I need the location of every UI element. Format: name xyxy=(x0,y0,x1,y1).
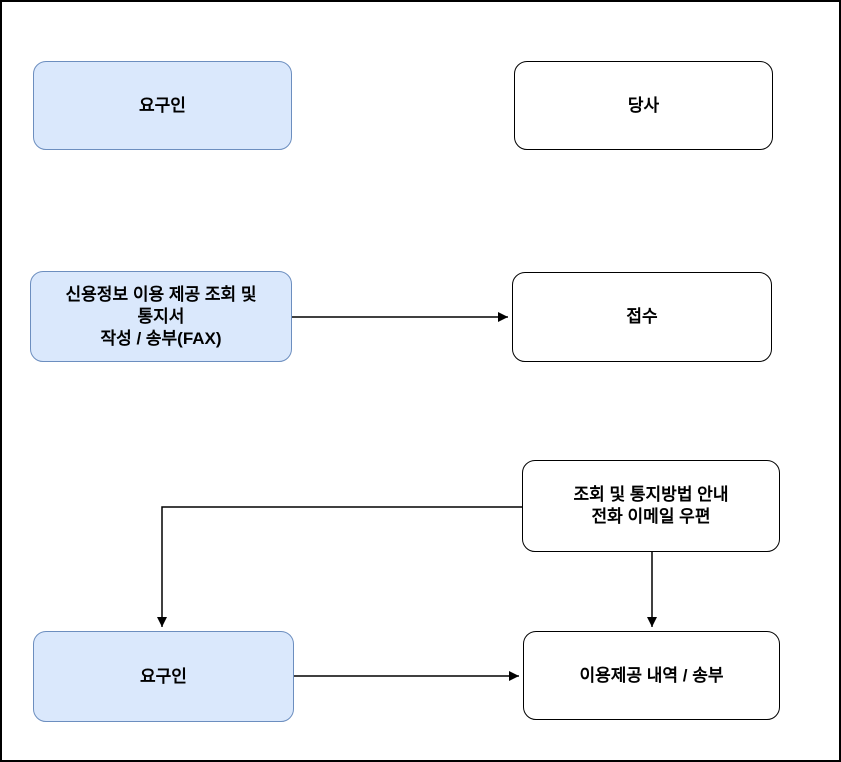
node-guide-method: 조회 및 통지방법 안내 전화 이메일 우편 xyxy=(522,460,780,552)
node-requester-top: 요구인 xyxy=(33,61,292,150)
node-notice-form-line-1: 신용정보 이용 제공 조회 및 xyxy=(65,284,257,304)
node-company-label: 당사 xyxy=(627,95,660,115)
node-usage-history: 이용제공 내역 / 송부 xyxy=(523,631,780,720)
node-requester-top-label: 요구인 xyxy=(139,95,186,115)
node-usage-history-label: 이용제공 내역 / 송부 xyxy=(579,665,724,685)
edge-guide-to-requester-bottom xyxy=(157,506,522,627)
node-requester-bottom: 요구인 xyxy=(33,631,294,722)
node-guide-method-line-2: 전화 이메일 우편 xyxy=(591,507,711,526)
node-requester-bottom-label: 요구인 xyxy=(140,666,187,686)
node-notice-form: 신용정보 이용 제공 조회 및 통지서 작성 / 송부(FAX) xyxy=(30,271,292,362)
node-receipt-label: 접수 xyxy=(626,307,658,326)
node-notice-form-line-2: 통지서 xyxy=(137,306,185,326)
node-notice-form-line-3: 작성 / 송부(FAX) xyxy=(100,328,222,348)
node-guide-method-line-1: 조회 및 통지방법 안내 xyxy=(573,485,729,504)
node-receipt: 접수 xyxy=(512,272,772,362)
node-company: 당사 xyxy=(514,61,773,150)
